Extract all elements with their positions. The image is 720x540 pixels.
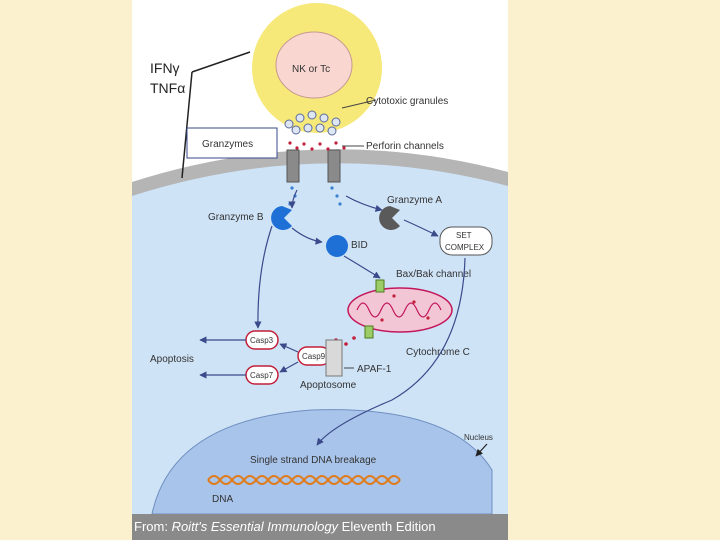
arrow-a-to-set	[403, 219, 439, 237]
credit-bar: From: Roitt's Essential Immunology Eleve…	[132, 514, 508, 540]
dna-helix-strand-2	[207, 475, 401, 485]
granzymes-box	[186, 127, 278, 159]
apaf1-label: APAF-1	[357, 364, 392, 375]
ss-dna-label: Single strand DNA breakage	[250, 455, 377, 466]
granzymes-label: Granzymes	[202, 139, 253, 150]
credit-suffix: Eleventh Edition	[338, 519, 436, 534]
apoptosome-label: Apoptosome	[300, 380, 357, 391]
credit-prefix: From:	[134, 519, 172, 534]
arrow-granzyme-b-from-membrane	[288, 189, 298, 209]
casp7-label: Casp7	[250, 371, 274, 380]
granzyme-b-label: Granzyme B	[208, 212, 264, 223]
mitochondrion	[347, 287, 453, 333]
mitochondrion-cristae	[356, 302, 442, 318]
cytochrome-c-label: Cytochrome C	[406, 347, 470, 358]
arrow-b-to-bid	[291, 227, 323, 245]
apaf1-block	[325, 339, 343, 377]
granzyme-b-shape	[271, 206, 292, 230]
arrow-casp9-to-casp7	[279, 361, 299, 373]
perforin-channel	[286, 149, 300, 183]
cell-membrane	[132, 149, 508, 196]
arrow-granzyme-a-from-membrane	[345, 195, 383, 212]
cytotoxic-granules	[284, 110, 341, 136]
bax-bak-channel	[375, 279, 385, 293]
nucleus-label: Nucleus	[464, 433, 493, 442]
nk-cell-label: NK or Tc	[292, 64, 330, 75]
arrow-nucleus	[475, 443, 488, 457]
granzyme-dots	[288, 141, 346, 151]
set-complex-label-1: SET	[456, 231, 472, 240]
dna-label: DNA	[212, 494, 233, 505]
bax-bak-label: Bax/Bak channel	[396, 269, 471, 280]
arrow-set-to-dna	[316, 257, 466, 446]
cytotoxic-granules-label: Cytotoxic granules	[366, 96, 448, 107]
credit-book: Roitt's Essential Immunology	[171, 519, 339, 534]
bid-label: BID	[351, 240, 368, 251]
casp3-label: Casp3	[250, 336, 274, 345]
arrow-b-to-casp3	[254, 225, 273, 329]
casp9-label: Casp9	[302, 352, 326, 361]
bax-bak-channel-2	[364, 325, 374, 339]
apoptosis-diagram: NK or Tc Cytotoxic granules	[132, 3, 508, 515]
apoptosis-label: Apoptosis	[150, 354, 194, 365]
granzyme-a-label: Granzyme A	[387, 195, 442, 206]
nucleus	[151, 409, 493, 515]
set-complex-box	[439, 226, 493, 256]
perforin-channel	[327, 149, 341, 183]
nk-nucleus	[275, 31, 353, 99]
figure-panel: NK or Tc Cytotoxic granules	[132, 0, 508, 540]
perforin-channels-label: Perforin channels	[366, 141, 444, 152]
arrow-casp9-to-casp3	[279, 343, 299, 353]
arrow-bid-to-bax	[343, 255, 381, 279]
granzyme-a-shape	[379, 206, 400, 230]
bid-shape	[326, 235, 348, 257]
set-complex-label-2: COMPLEX	[445, 243, 485, 252]
